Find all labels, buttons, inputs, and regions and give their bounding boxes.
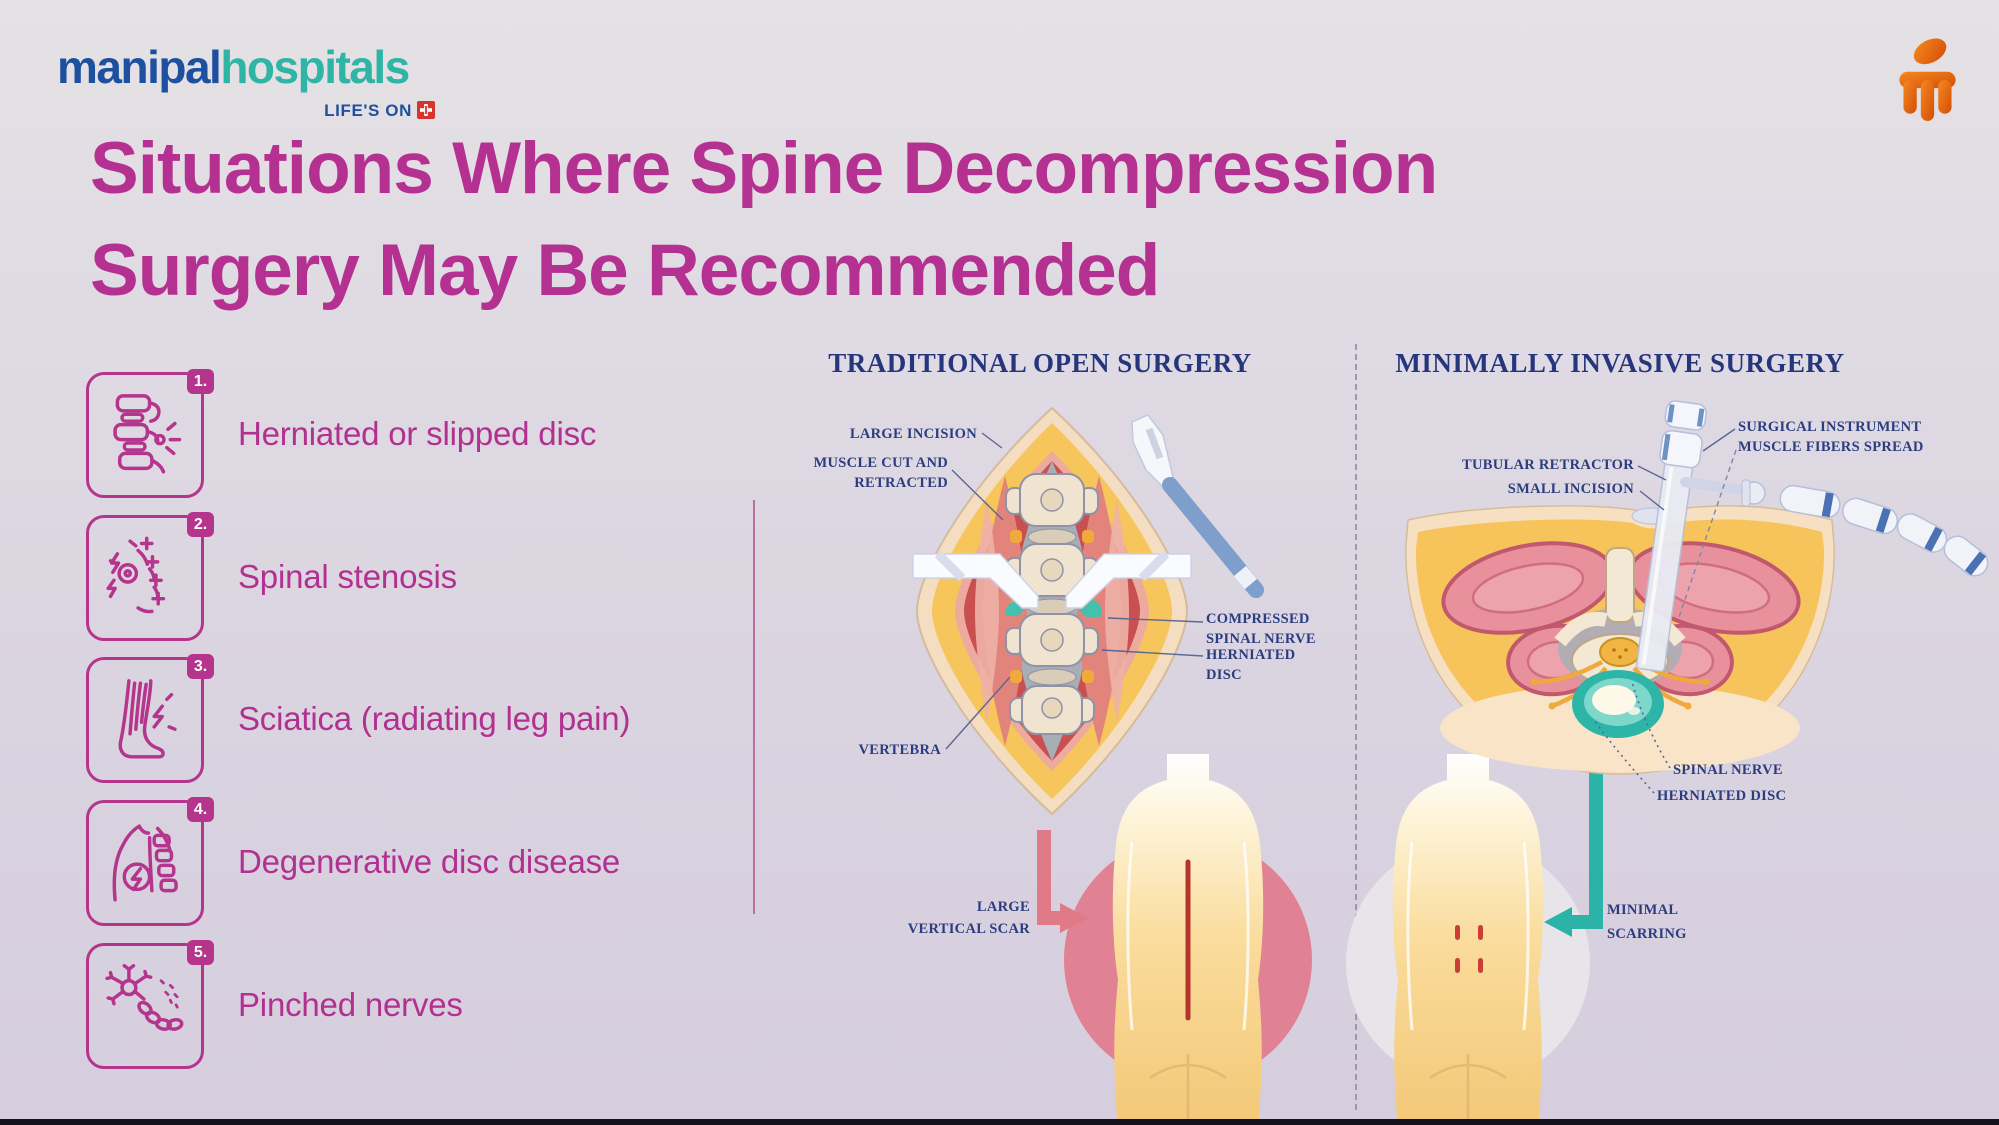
label-large-vertical-scar: LARGE VERTICAL SCAR [907,899,1030,937]
scalpel-icon [1131,414,1264,598]
manipal-man-icon [1899,38,1956,121]
mis-surgery-heading: MINIMALLY INVASIVE SURGERY [1395,348,1845,378]
instrument-holder-arm [1680,477,1989,577]
spinal-stenosis-icon [106,536,166,614]
degenerative-disc-icon [112,824,178,902]
scar-arrow-pink [1037,830,1088,933]
condition-label-1: Herniated or slipped disc [238,415,597,452]
label-large-incision: LARGE INCISION [849,426,977,442]
condition-label-5: Pinched nerves [238,986,463,1023]
logo-manipal-text: manipal [57,41,222,93]
label-surgical-instrument: SURGICAL INSTRUMENT [1738,419,1922,435]
page-title: Situations Where Spine Decompression Sur… [90,118,1438,322]
condition-box-1 [86,372,204,498]
condition-box-3 [86,657,204,783]
pinched-nerves-icon [105,964,184,1031]
condition-number-2: 2. [187,512,214,537]
condition-box-4 [86,800,204,926]
condition-number-3: 3. [187,654,214,679]
label-herniated-disc-open: HERNIATED DISC [1206,647,1296,683]
logo-hospitals-text: hospitals [220,41,410,93]
label-small-incision: SMALL INCISION [1507,481,1634,497]
label-spinal-nerve: SPINAL NERVE [1673,762,1783,778]
vertebra-column [1005,473,1103,735]
condition-label-2: Spinal stenosis [238,558,457,595]
label-compressed-spinal-nerve: COMPRESSED SPINAL NERVE [1206,611,1316,647]
condition-number-5: 5. [187,940,214,965]
tubular-retractor [1631,400,1707,673]
page-title-line2: Surgery May Be Recommended [90,230,1160,311]
condition-box-2 [86,515,204,641]
label-muscle-fibers-spread: MUSCLE FIBERS SPREAD [1738,439,1924,455]
label-muscle-cut-retracted: MUSCLE CUT AND RETRACTED [813,455,948,491]
spinal-cord [1599,637,1641,667]
manipal-hospitals-logo: manipalhospitals [57,41,410,93]
label-minimal-scarring: MINIMAL SCARRING [1607,902,1687,942]
mis-leader-lines [1593,428,1737,794]
retractor-right [1065,550,1192,609]
mis-herniated-disc [1572,670,1664,738]
surgery-comparison-illustration [912,400,1989,1125]
label-tubular-retractor: TUBULAR RETRACTOR [1461,457,1634,473]
herniated-disc-icon [113,394,182,474]
mis-body [1392,754,1544,1125]
footer-bar [0,1119,1999,1125]
mis-cross-section [1405,400,1989,794]
page-title-line1: Situations Where Spine Decompression [90,128,1438,209]
sciatica-leg-icon [118,679,177,759]
logo-tagline: LIFE'S ON [324,101,412,120]
dashed-divider-line [1355,344,1357,1110]
condition-label-3: Sciatica (radiating leg pain) [238,700,631,737]
minimal-scar-marks [1455,925,1483,973]
condition-number-1: 1. [187,369,214,394]
condition-label-4: Degenerative disc disease [238,843,621,880]
open-surgery-leader-lines [945,432,1204,750]
traditional-surgery-heading: TRADITIONAL OPEN SURGERY [828,348,1252,378]
open-surgery-wound [912,406,1264,816]
condition-box-5 [86,943,204,1069]
vertical-divider-line [753,500,755,914]
label-vertebra: VERTEBRA [858,742,941,758]
label-herniated-disc-mis: HERNIATED DISC [1657,788,1787,804]
condition-number-4: 4. [187,797,214,822]
red-cross-icon [417,101,435,119]
open-surgery-body [1112,754,1264,1125]
retractor-left [912,550,1039,609]
scar-arrow-teal [1544,762,1603,937]
